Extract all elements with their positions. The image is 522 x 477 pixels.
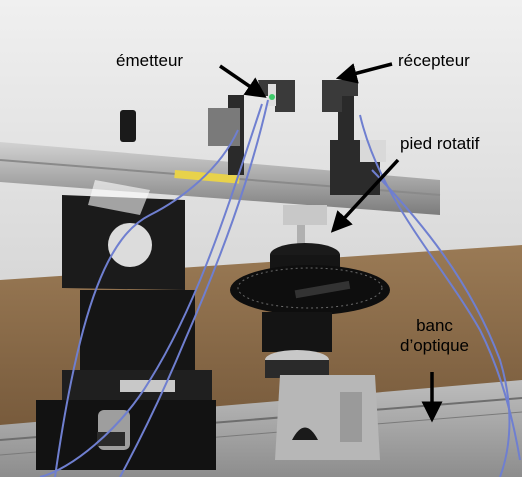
arrow-rotating-stand (330, 158, 400, 233)
label-optical-bench: banc d’optique (400, 316, 469, 355)
label-receiver: récepteur (398, 51, 470, 70)
label-optical-bench-line2: d’optique (400, 335, 470, 355)
arrow-receiver (335, 62, 393, 84)
label-rotating-stand: pied rotatif (400, 134, 480, 153)
stand-base (275, 375, 380, 460)
cables (39, 99, 521, 477)
label-emitter: émetteur (116, 51, 184, 70)
label-optical-bench-line1: banc (416, 316, 453, 335)
annotation-arrows (219, 62, 443, 423)
arrow-emitter (219, 64, 267, 98)
stand-clamp (283, 205, 327, 225)
